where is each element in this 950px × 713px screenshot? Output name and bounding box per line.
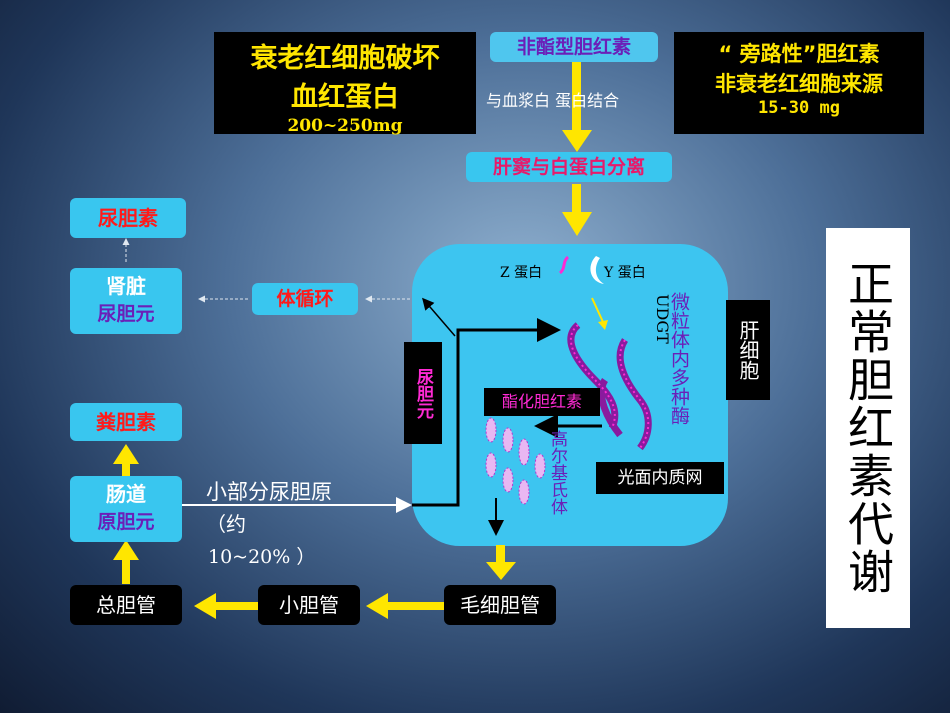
er-inner-dots	[570, 324, 650, 449]
title-panel: 正常胆红素代谢	[826, 228, 910, 628]
destroyed-rbc-box: 衰老红细胞破坏 血红蛋白 200~250mg	[214, 32, 476, 136]
arrow-commonduct-to-intestine	[113, 540, 139, 584]
bypass-bilirubin-box: “ 旁路性”胆红素 非衰老红细胞来源 15-30 mg	[674, 32, 924, 134]
small-part-label: 小部分尿胆原	[206, 480, 332, 504]
intestine-sub: 原胆元	[97, 511, 155, 533]
y-protein-label: Y 蛋白	[604, 265, 646, 281]
hepatocyte-label: 肝细胞	[726, 300, 770, 400]
arrow-y-protein	[591, 297, 604, 323]
approx-label: （约	[206, 512, 246, 536]
z-protein-shape	[558, 255, 570, 275]
intestine-label: 肠道	[106, 482, 146, 506]
y-protein-shape	[590, 256, 604, 284]
kidney-box: 肾脏 尿胆元	[70, 268, 182, 334]
udgt-label: UDGT	[653, 294, 672, 344]
arrow-cell-to-capillary	[486, 545, 516, 580]
bypass-sub: 非衰老红细胞来源	[715, 72, 883, 96]
conjugated-bilirubin-label: 酯化胆红素	[484, 388, 600, 416]
destroyed-rbc-sub: 血红蛋白	[291, 82, 399, 113]
stercobilin-label: 粪胆素	[70, 403, 182, 441]
sinus-separation-label: 肝窦与白蛋白分离	[466, 152, 672, 182]
golgi-label: 高尔基氏体	[547, 430, 567, 515]
bypass-amount: 15-30 mg	[758, 98, 840, 118]
arrow-sinus-to-cell	[562, 184, 592, 236]
bind-albumin-label: 与血浆白 蛋白结合	[486, 91, 620, 110]
small-duct-box: 小胆管	[258, 585, 360, 625]
destroyed-rbc-title: 衰老红细胞破坏	[250, 43, 440, 74]
microsome-enzyme-label: 微粒体内多种酶	[668, 292, 690, 425]
smooth-er-label: 光面内质网	[596, 462, 724, 494]
page-title: 正常胆红素代谢	[841, 260, 895, 596]
circulation-label: 体循环	[252, 283, 358, 315]
intestine-box: 肠道 原胆元	[70, 476, 182, 542]
kidney-label: 肾脏	[106, 274, 146, 298]
kidney-sub: 尿胆元	[97, 303, 155, 325]
arrow-capillary-to-smallduct	[366, 593, 446, 619]
percent-label: 10~20% ）	[208, 546, 316, 568]
arrow-urobilinogen-path	[412, 318, 561, 507]
urobilin-label: 尿胆素	[70, 198, 186, 238]
capillary-duct-box: 毛细胆管	[444, 585, 556, 625]
urobilinogen-vertical-label: 尿胆元	[404, 342, 442, 444]
z-protein-label: Z 蛋白	[500, 265, 543, 281]
arrow-unconj-to-sinus	[562, 62, 592, 152]
bypass-title: “ 旁路性”胆红素	[718, 42, 880, 66]
arrow-cell-to-circulation	[422, 297, 456, 337]
arrow-intestine-to-stercobilin	[113, 444, 139, 476]
unconjugated-bilirubin-label: 非酯型胆红素	[490, 32, 658, 62]
destroyed-rbc-amount: 200~250mg	[287, 116, 403, 136]
common-duct-box: 总胆管	[70, 585, 182, 625]
golgi-shapes	[485, 417, 546, 505]
arrow-smallduct-to-commonduct	[194, 593, 258, 619]
